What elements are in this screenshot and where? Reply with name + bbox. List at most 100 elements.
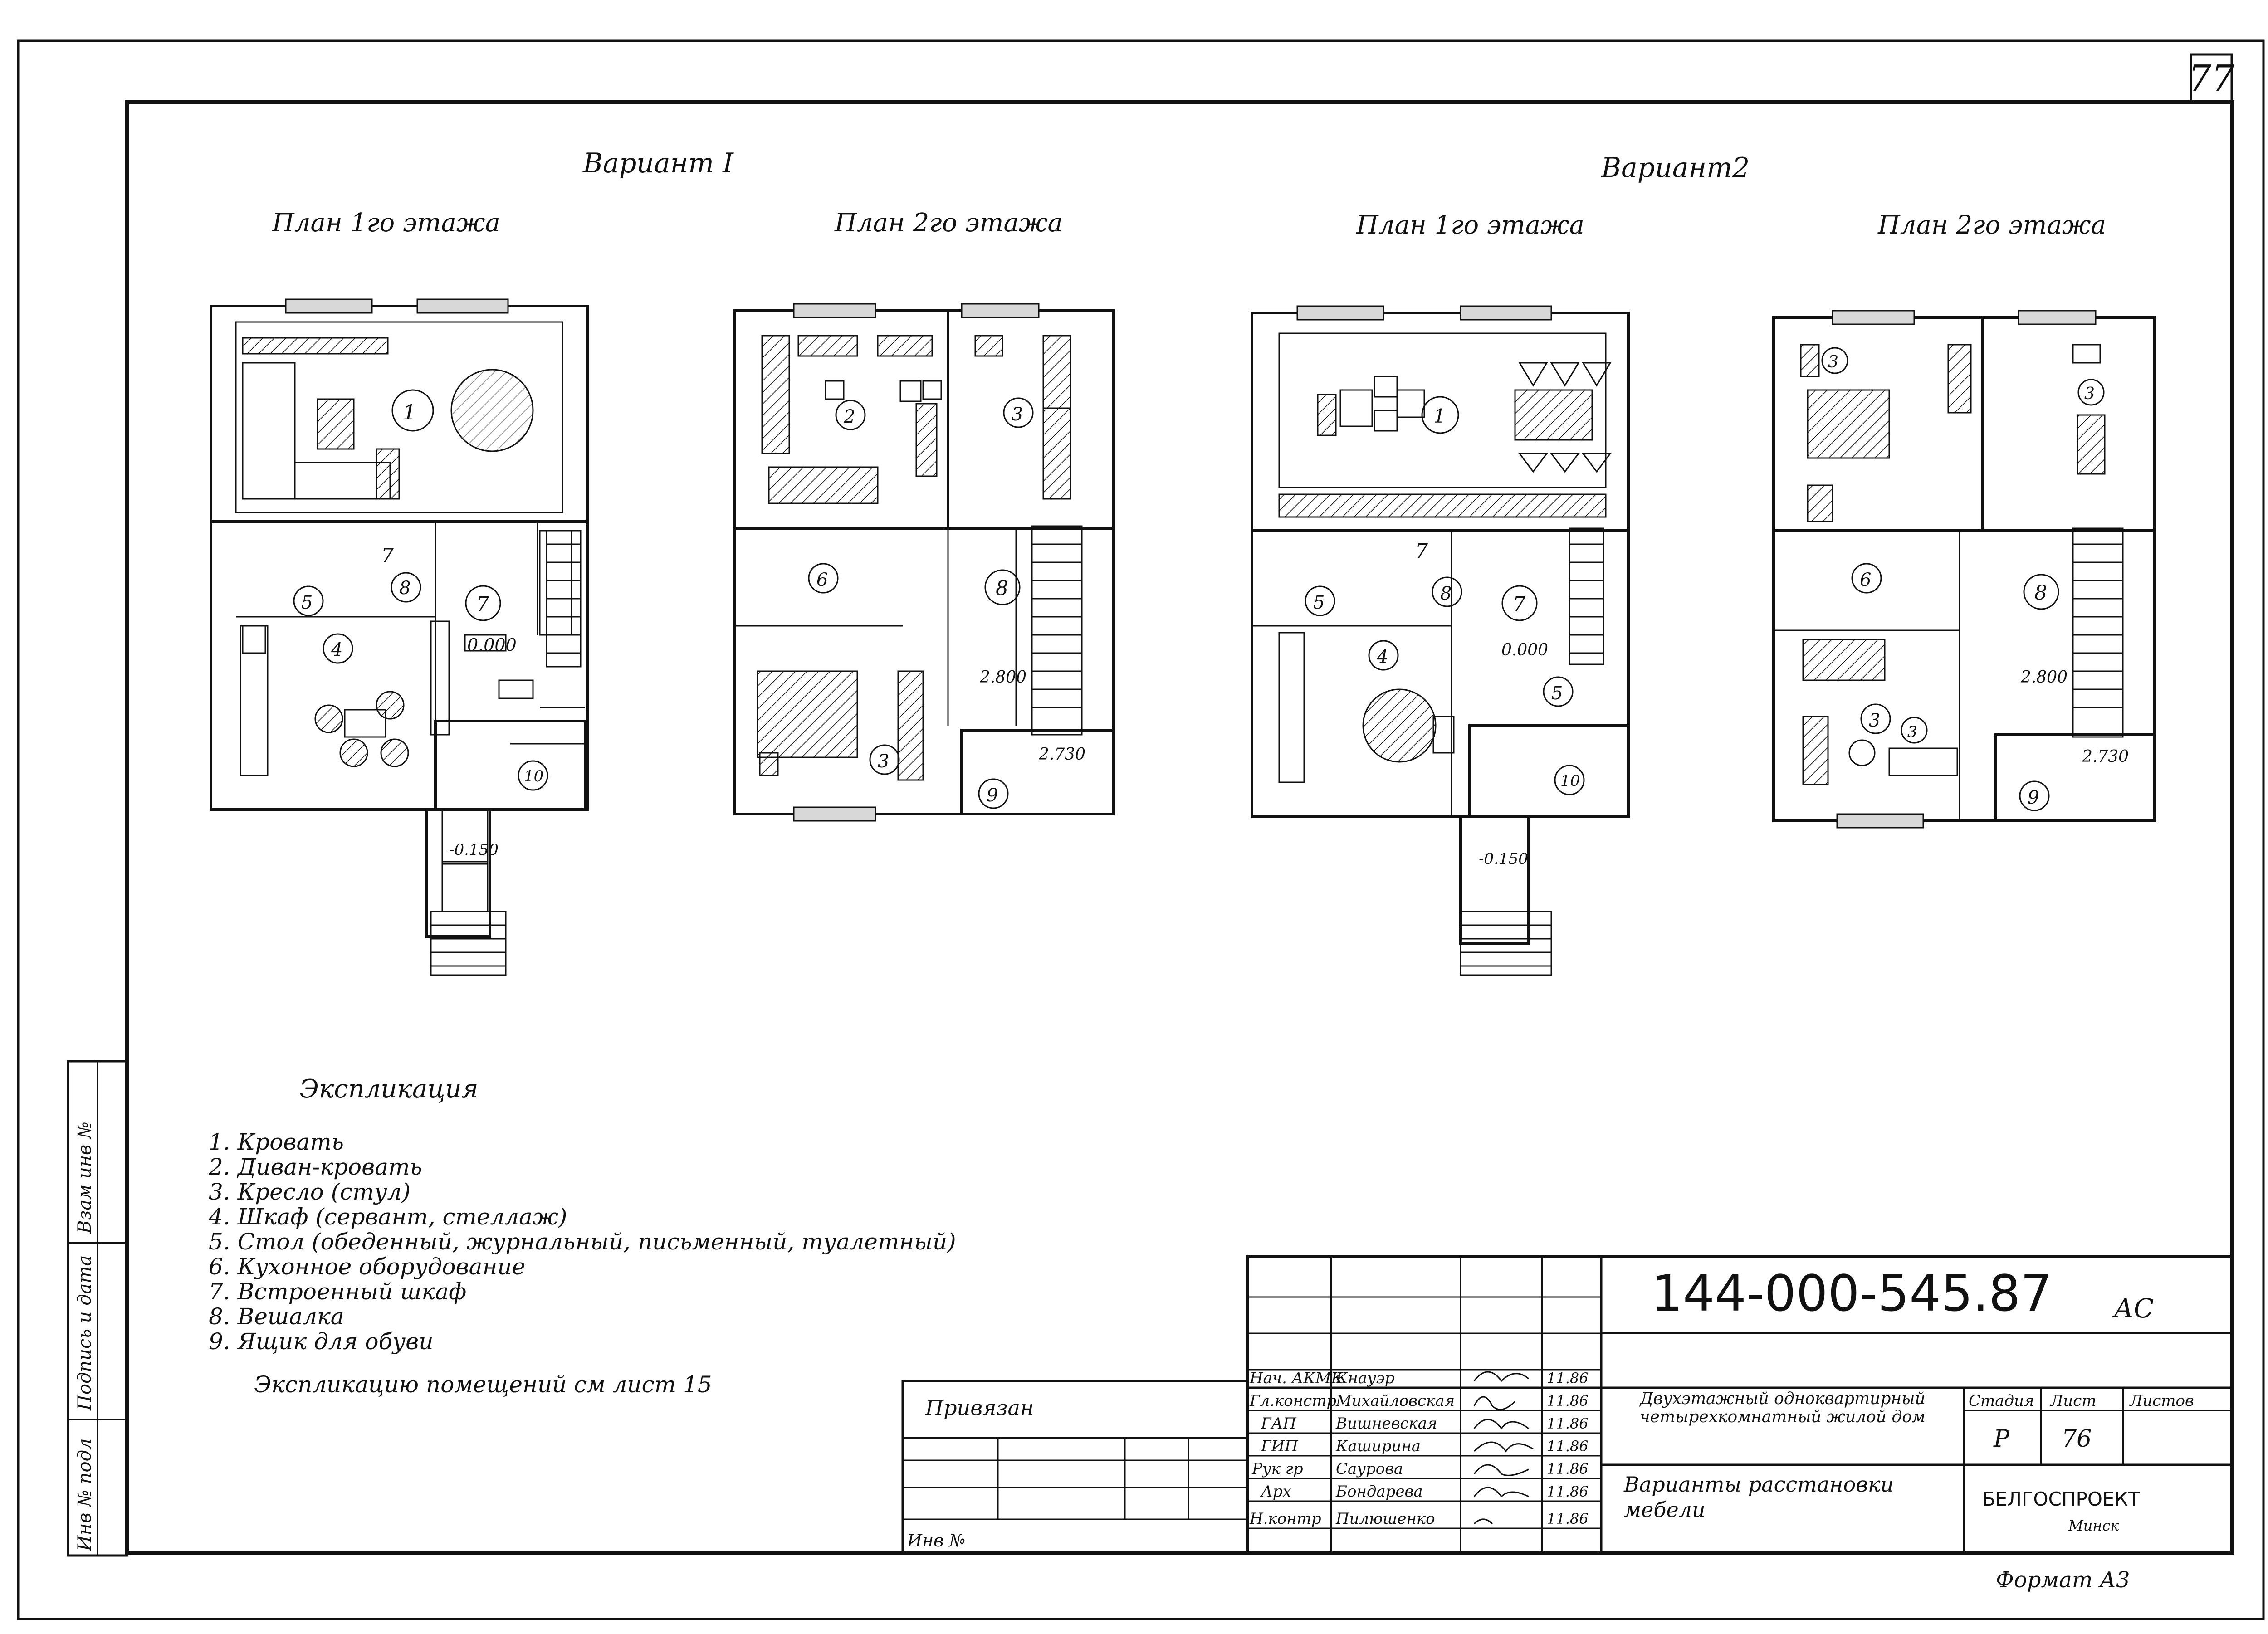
role-6: Арх (1260, 1483, 1291, 1501)
name-2: Михайловская (1335, 1392, 1455, 1410)
svg-text:6: 6 (1860, 570, 1871, 590)
doc-mark: АС (2112, 1293, 2154, 1324)
privyazan-label: Привязан (925, 1395, 1034, 1420)
v1-plan2-title: План 2го этажа (834, 208, 1063, 238)
inv-label: Инв № (907, 1531, 965, 1551)
signature-1 (1473, 1371, 1529, 1382)
format-label: Формат А3 (1996, 1567, 2130, 1593)
date-7: 11.86 (1547, 1510, 1589, 1527)
title-block: Привязан Инв № 144-000-545.87 АС Нач. АК… (901, 1255, 2233, 1555)
role-4: ГИП (1261, 1437, 1299, 1455)
svg-text:5: 5 (301, 592, 313, 613)
svg-text:5: 5 (1551, 683, 1563, 704)
role-7: Н.контр (1249, 1510, 1321, 1528)
svg-text:4: 4 (331, 639, 342, 660)
role-2: Гл.констр (1249, 1392, 1336, 1410)
role-3: ГАП (1261, 1415, 1297, 1433)
v1-plan1-floor: 1 5 8 7 4 10 7 0.000 -0.150 (210, 298, 589, 976)
svg-text:1: 1 (403, 400, 416, 424)
svg-text:5: 5 (1313, 592, 1325, 613)
sheet-outer-frame (17, 39, 2265, 1620)
sheet-title: Варианты расстановки мебели (1624, 1472, 1894, 1522)
v2p1-level-1: -0.150 (1479, 850, 1528, 868)
signature-2 (1473, 1396, 1516, 1410)
name-6: Бондарева (1335, 1483, 1423, 1501)
sheet-value: 76 (2062, 1425, 2092, 1453)
org-city: Минск (2068, 1517, 2119, 1534)
v1p2-level-0: 2.800 (979, 668, 1026, 687)
project-title: Двухэтажный одноквартирный четырехкомнат… (1640, 1390, 1926, 1426)
svg-text:7: 7 (1415, 540, 1428, 563)
doc-code: 144-000-545.87 (1651, 1264, 2052, 1322)
date-3: 11.86 (1547, 1415, 1589, 1432)
v2-plan1-title: План 1го этажа (1356, 210, 1584, 240)
v1p2-level-1: 2.730 (1038, 745, 1085, 764)
v1-plan2-floor: 2 3 6 8 3 2.800 2.730 9 (733, 303, 1115, 822)
name-4: Каширина (1335, 1437, 1421, 1455)
v2p1-level-0: 0.000 (1501, 641, 1548, 659)
svg-text:1: 1 (1433, 405, 1446, 427)
svg-text:3: 3 (2084, 385, 2095, 403)
side-stamp-inv: Инв № подл (74, 1439, 95, 1551)
signature-5 (1473, 1464, 1529, 1476)
explication-item-7: 7. Встроенный шкаф (209, 1278, 466, 1305)
side-stamp: Инв № подл Подпись и дата Взам инв № (67, 1060, 128, 1557)
name-1: Кнауэр (1335, 1369, 1395, 1387)
signature-6 (1473, 1487, 1529, 1498)
v2-plan2-floor: 3 3 3 3 6 8 2.800 2.730 9 (1772, 310, 2156, 829)
svg-text:8: 8 (399, 578, 411, 599)
v2p2-level-1: 2.730 (2082, 747, 2129, 766)
sheet-number: 77 (2188, 57, 2234, 99)
explication-list: 1. Кровать 2. Диван-кровать 3. Кресло (с… (208, 1129, 956, 1355)
explication-item-9: 9. Ящик для обуви (209, 1328, 433, 1355)
v2-plan1-floor: 1 5 8 7 4 5 10 7 0.000 -0.150 (1251, 305, 1630, 976)
name-5: Саурова (1336, 1460, 1403, 1478)
v1p1-level-0: 0.000 (467, 635, 517, 655)
explication-item-8: 8. Вешалка (209, 1303, 344, 1330)
role-5: Рук гр (1251, 1460, 1303, 1478)
svg-text:9: 9 (987, 785, 998, 806)
explication-item-1: 1. Кровать (209, 1129, 344, 1155)
variant1-title: Вариант I (582, 147, 734, 179)
svg-text:3: 3 (1828, 353, 1838, 371)
role-1: Нач. АКМК (1249, 1369, 1344, 1387)
explication-item-4: 4. Шкаф (сервант, стеллаж) (208, 1204, 567, 1230)
signature-7 (1473, 1518, 1493, 1525)
svg-text:3: 3 (1012, 404, 1023, 425)
explication-item-6: 6. Кухонное оборудование (209, 1254, 525, 1280)
explication-item-2: 2. Диван-кровать (208, 1154, 422, 1180)
svg-text:8: 8 (996, 577, 1008, 600)
date-5: 11.86 (1547, 1460, 1589, 1478)
v2-plan2-title: План 2го этажа (1877, 210, 2106, 240)
svg-text:8: 8 (1440, 583, 1452, 604)
svg-text:9: 9 (2028, 787, 2039, 808)
date-1: 11.86 (1547, 1370, 1589, 1387)
sheet-label: Лист (2049, 1392, 2097, 1410)
date-6: 11.86 (1547, 1483, 1589, 1500)
svg-text:7: 7 (381, 544, 394, 567)
svg-text:4: 4 (1376, 647, 1388, 668)
stage-label: Стадия (1969, 1392, 2034, 1410)
side-stamp-sign: Подпись и дата (74, 1255, 95, 1411)
explication-title: Экспликация (299, 1074, 479, 1104)
variant2-title: Вариант2 (1601, 152, 1750, 184)
svg-text:3: 3 (1907, 723, 1917, 741)
explication-item-3: 3. Кресло (стул) (209, 1179, 411, 1205)
svg-text:6: 6 (816, 570, 828, 590)
svg-text:7: 7 (1513, 593, 1525, 616)
stage-value: Р (1993, 1425, 2010, 1453)
svg-text:3: 3 (1869, 710, 1880, 731)
sheet-number-box (2190, 53, 2233, 103)
svg-text:3: 3 (878, 751, 889, 772)
signature-3 (1473, 1419, 1529, 1430)
date-4: 11.86 (1547, 1438, 1589, 1455)
sheets-label: Листов (2129, 1392, 2194, 1410)
svg-text:2: 2 (843, 406, 855, 427)
name-7: Пилюшенко (1335, 1510, 1435, 1528)
svg-text:10: 10 (524, 767, 543, 785)
v2p2-level-0: 2.800 (2020, 668, 2068, 687)
svg-text:8: 8 (2034, 581, 2047, 605)
side-stamp-vzam: Взам инв № (74, 1122, 95, 1234)
signature-4 (1473, 1441, 1534, 1453)
v1-plan1-title: План 1го этажа (272, 208, 500, 238)
